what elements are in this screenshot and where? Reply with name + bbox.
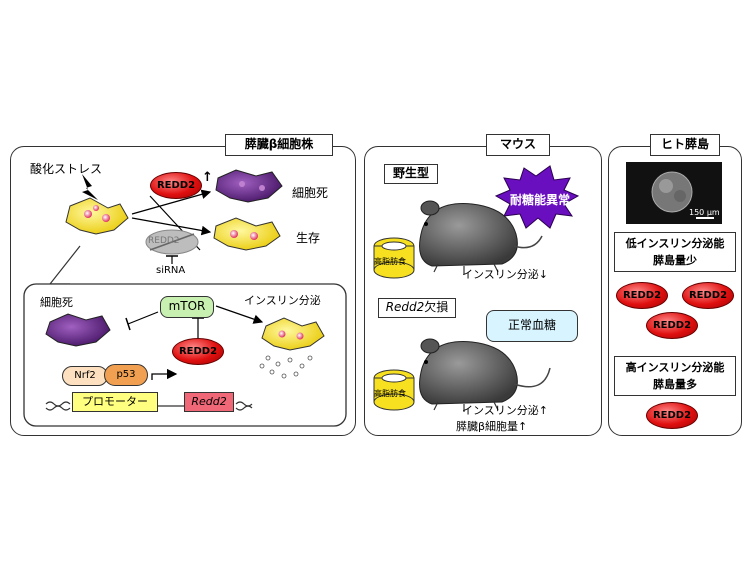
p53-box: p53 [104,364,148,386]
low-secretion-box: 低インスリン分泌能 膵島量少 [614,232,736,272]
islet-micrograph [626,162,722,224]
high-secretion-line2: 膵島量多 [653,378,697,391]
beta-mass-up-label: 膵臓β細胞量↑ [456,420,528,433]
surviving-cell-cluster [213,217,281,251]
hfd-label-2: 高脂肪食 [374,389,406,398]
normoglycemia-box: 正常血糖 [486,310,578,342]
scale-bar-label: 150 µm [689,208,720,217]
redd2-up-arrow: ↑ [202,170,213,185]
redd2-oval-b: REDD2 [682,282,734,309]
insulin-granules [259,355,313,379]
high-secretion-box: 高インスリン分泌能 膵島量多 [614,356,736,396]
human-islet-tab: ヒト膵島 [650,134,720,156]
hfd-label-1: 高脂肪食 [374,257,406,266]
insulin-down-label: インスリン分泌↓ [462,268,548,281]
sirna-label: siRNA [156,265,186,276]
redd2-ko-gene: Redd2 [385,300,425,314]
inset-cell-death-label: 細胞死 [40,296,73,309]
cell-death-label: 細胞死 [292,186,329,200]
mtor-box: mTOR [160,296,214,318]
redd2-oval-c: REDD2 [646,312,698,339]
redd2-ko-label: Redd2欠損 [378,298,456,318]
nrf2-box: Nrf2 [62,366,108,386]
promoter-box: プロモーター [72,392,158,412]
redd2-oval-a: REDD2 [616,282,668,309]
wildtype-mouse [419,200,543,274]
insulin-up-label: インスリン分泌↑ [462,404,548,417]
hfd-can-2 [373,369,415,411]
oxidative-stress-label: 酸化ストレス [30,162,103,176]
redd2-ko-suffix: 欠損 [424,300,449,314]
glucose-intolerance-burst [494,165,580,229]
glucose-intolerance-label: 耐糖能異常 [510,193,571,207]
low-secretion-line1: 低インスリン分泌能 [625,237,725,250]
wildtype-label: 野生型 [384,164,438,184]
redd2-oval: REDD2 [150,172,202,199]
inset-redd2-oval: REDD2 [172,338,224,365]
dead-cell-cluster [215,169,283,203]
mouse-tab: マウス [486,134,550,156]
redd2-knockdown-label: REDD2 [148,236,180,246]
redd2-ko-mouse [419,338,551,412]
high-secretion-line1: 高インスリン分泌能 [625,361,725,374]
survival-label: 生存 [296,231,321,245]
stressed-cell-cluster [65,197,129,235]
mouse-diagram [373,165,580,412]
insulin-secretion-label: インスリン分泌 [244,294,321,307]
redd2-gene-box: Redd2 [184,392,234,412]
beta-cell-line-tab: 膵臓β細胞株 [225,134,333,156]
hfd-can-1 [373,237,415,279]
lightning-icon [82,174,98,200]
redd2-oval-d: REDD2 [646,402,698,429]
low-secretion-line2: 膵島量少 [653,254,697,267]
